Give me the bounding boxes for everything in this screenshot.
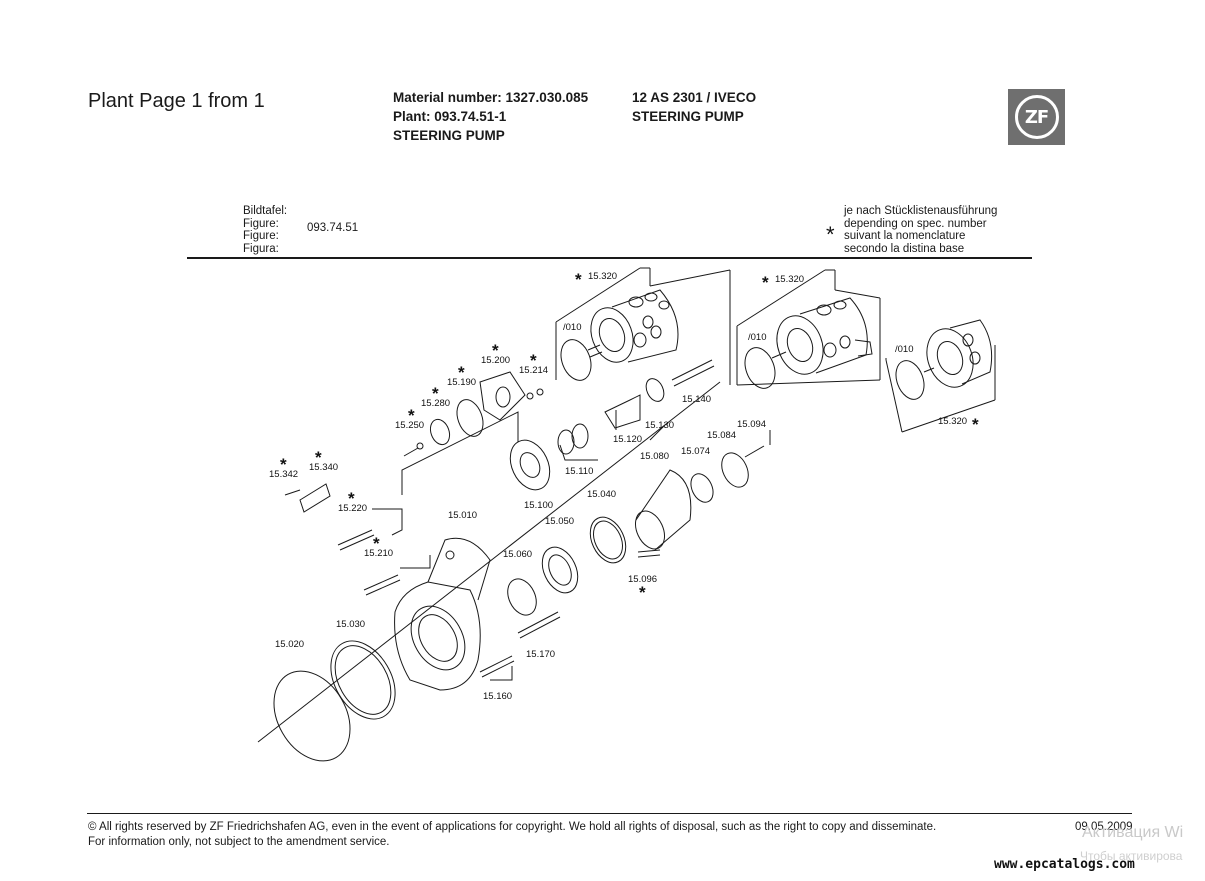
label-15020: 15.020 [275,639,304,650]
label-15094: 15.094 [737,419,766,430]
gear-15280 [429,418,451,446]
zf-logo-mark: ZF [1014,95,1059,139]
gasket-15020 [273,670,351,762]
gear-15110 [557,429,575,455]
star: * [458,363,465,382]
star: * [762,273,769,292]
cover-15084 [721,452,749,488]
header-divider [187,257,1032,259]
print-date: 09.05.2009 [1075,821,1133,833]
figure-number: 093.74.51 [307,222,359,234]
label-15130: 15.130 [645,420,674,431]
label-15084: 15.084 [707,430,736,441]
figure-labels: Bildtafel: Figure: Figure: Figura: [243,205,287,255]
label-15120: 15.120 [613,434,642,445]
label-15074: 15.074 [681,446,710,457]
label-15280: 15.280 [421,398,450,409]
label-15190: 15.190 [447,377,476,388]
note-line-de: je nach Stücklistenausführung [844,205,998,217]
label-15320-c: 15.320 [938,416,967,427]
label-010-c: /010 [895,344,914,355]
footer-divider [87,813,1132,814]
note-line-en: depending on spec. number [844,217,987,230]
star: * [492,341,499,360]
label-15342: 15.342 [269,469,298,480]
label-15170: 15.170 [526,649,555,660]
steering-pump-a [555,267,731,385]
label-15080: 15.080 [640,451,669,462]
ring-15040 [589,516,627,564]
label-15214: 15.214 [519,365,548,376]
model-info: 12 AS 2301 / IVECO STEERING PUMP [632,88,756,126]
label-15040: 15.040 [587,489,616,500]
material-info: Material number: 1327.030.085 Plant: 093… [393,88,588,145]
activation-watermark: Активация Wi [1082,824,1184,841]
star: * [280,455,287,474]
part-description: STEERING PUMP [393,128,505,143]
note-line-it: secondo la distina base [844,242,965,255]
housing-15010 [394,581,481,691]
star: * [432,384,439,403]
label-010-b: /010 [748,332,767,343]
plant-number: Plant: 093.74.51-1 [393,109,507,124]
activation-watermark-sub: Чтобы активирова [1080,849,1183,863]
label-15340: 15.340 [309,462,338,473]
info-text: For information only, not subject to the… [88,836,390,848]
ring-15074 [690,473,714,503]
star: * [348,489,355,508]
label-15320-a: 15.320 [588,271,617,282]
gear-15050 [541,546,579,594]
ring-15060 [507,578,537,616]
steering-pump-c [885,319,996,433]
zf-logo: ZF [1008,89,1065,145]
note-star: * [826,222,835,247]
label-15100: 15.100 [524,500,553,511]
ring-15130 [645,378,665,402]
label-010-a: /010 [563,322,582,333]
label-15160: 15.160 [483,691,512,702]
figure-label-de: Bildtafel: [243,205,288,217]
label-15030: 15.030 [336,619,365,630]
spec-note: je nach Stücklistenausführung depending … [844,205,997,255]
shaft-15120 [604,394,641,429]
label-15110: 15.110 [565,466,593,477]
label-15320-b: 15.320 [775,274,804,285]
star: * [408,406,415,425]
label-15140: 15.140 [682,394,711,405]
figure-label-fr: Figure: [243,230,279,243]
plate-15340 [299,483,331,513]
star: * [315,448,322,467]
star: * [530,351,537,370]
model-description: STEERING PUMP [632,109,744,124]
copyright-text: © All rights reserved by ZF Friedrichsha… [88,821,937,833]
site-url[interactable]: www.epcatalogs.com [994,857,1135,872]
label-15050: 15.050 [545,516,574,527]
flange-15080 [635,469,692,551]
label-15210: 15.210 [364,548,393,559]
model-name: 12 AS 2301 / IVECO [632,90,757,105]
steering-pump-b [736,269,881,389]
label-15200: 15.200 [481,355,510,366]
star: * [373,534,380,553]
oring-15030 [330,640,396,720]
star: * [972,415,979,434]
label-15060: 15.060 [503,549,532,560]
label-15096: 15.096 [628,574,657,585]
page-title: Plant Page 1 from 1 [88,90,265,112]
gear-15100 [509,439,551,491]
spec-stars: * * * * * * * * * * * * * [280,270,979,602]
note-line-fr: suivant la nomenclature [844,230,966,243]
part-labels: 15.320 15.320 15.320 /010 /010 /010 15.2… [269,271,967,702]
material-number: Material number: 1327.030.085 [393,90,589,105]
star: * [575,270,582,289]
figure-label-en: Figure: [243,217,279,230]
star: * [639,583,646,602]
label-15250: 15.250 [395,420,424,431]
figure-label-it: Figura: [243,242,279,255]
label-15220: 15.220 [338,503,367,514]
ring-15190 [456,399,484,437]
label-15010: 15.010 [448,510,477,521]
plate-15200 [479,371,526,421]
